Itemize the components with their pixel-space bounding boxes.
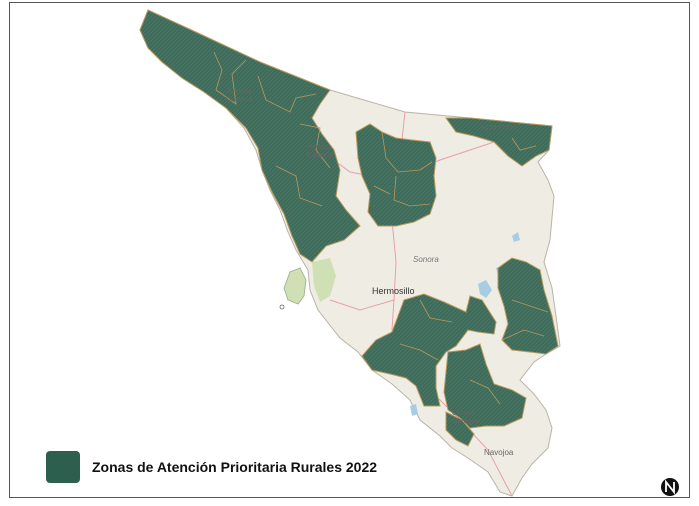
legend-label: Zonas de Atención Prioritaria Rurales 20…	[92, 459, 378, 475]
zone-northwest[interactable]	[139, 9, 361, 263]
priority-zones[interactable]	[139, 9, 559, 447]
north-arrow-icon	[661, 478, 679, 496]
label-sonoyta: Sonoyta Caborca	[226, 88, 253, 103]
zone-south-coast[interactable]	[445, 411, 475, 447]
zone-south[interactable]	[443, 343, 527, 429]
zone-central-south[interactable]	[361, 293, 497, 407]
green-coast	[312, 258, 336, 302]
zone-east[interactable]	[497, 257, 559, 355]
label-hermosillo: Hermosillo	[372, 286, 415, 296]
tiburon-island	[283, 267, 307, 305]
small-island	[279, 304, 285, 310]
label-sonora: Sonora	[413, 255, 439, 264]
label-agua-prieta: Agua Prieta	[480, 124, 517, 131]
label-heroica-caborca: Heroica Caborca	[307, 144, 334, 159]
label-navojoa: Navojoa	[484, 448, 514, 457]
zone-central-north[interactable]	[355, 123, 437, 227]
label-ciudad-obregon: Ciudad Obregón	[452, 410, 480, 425]
legend-swatch	[46, 451, 80, 483]
municipal-boundaries	[213, 51, 549, 405]
zone-northeast[interactable]	[445, 117, 553, 167]
